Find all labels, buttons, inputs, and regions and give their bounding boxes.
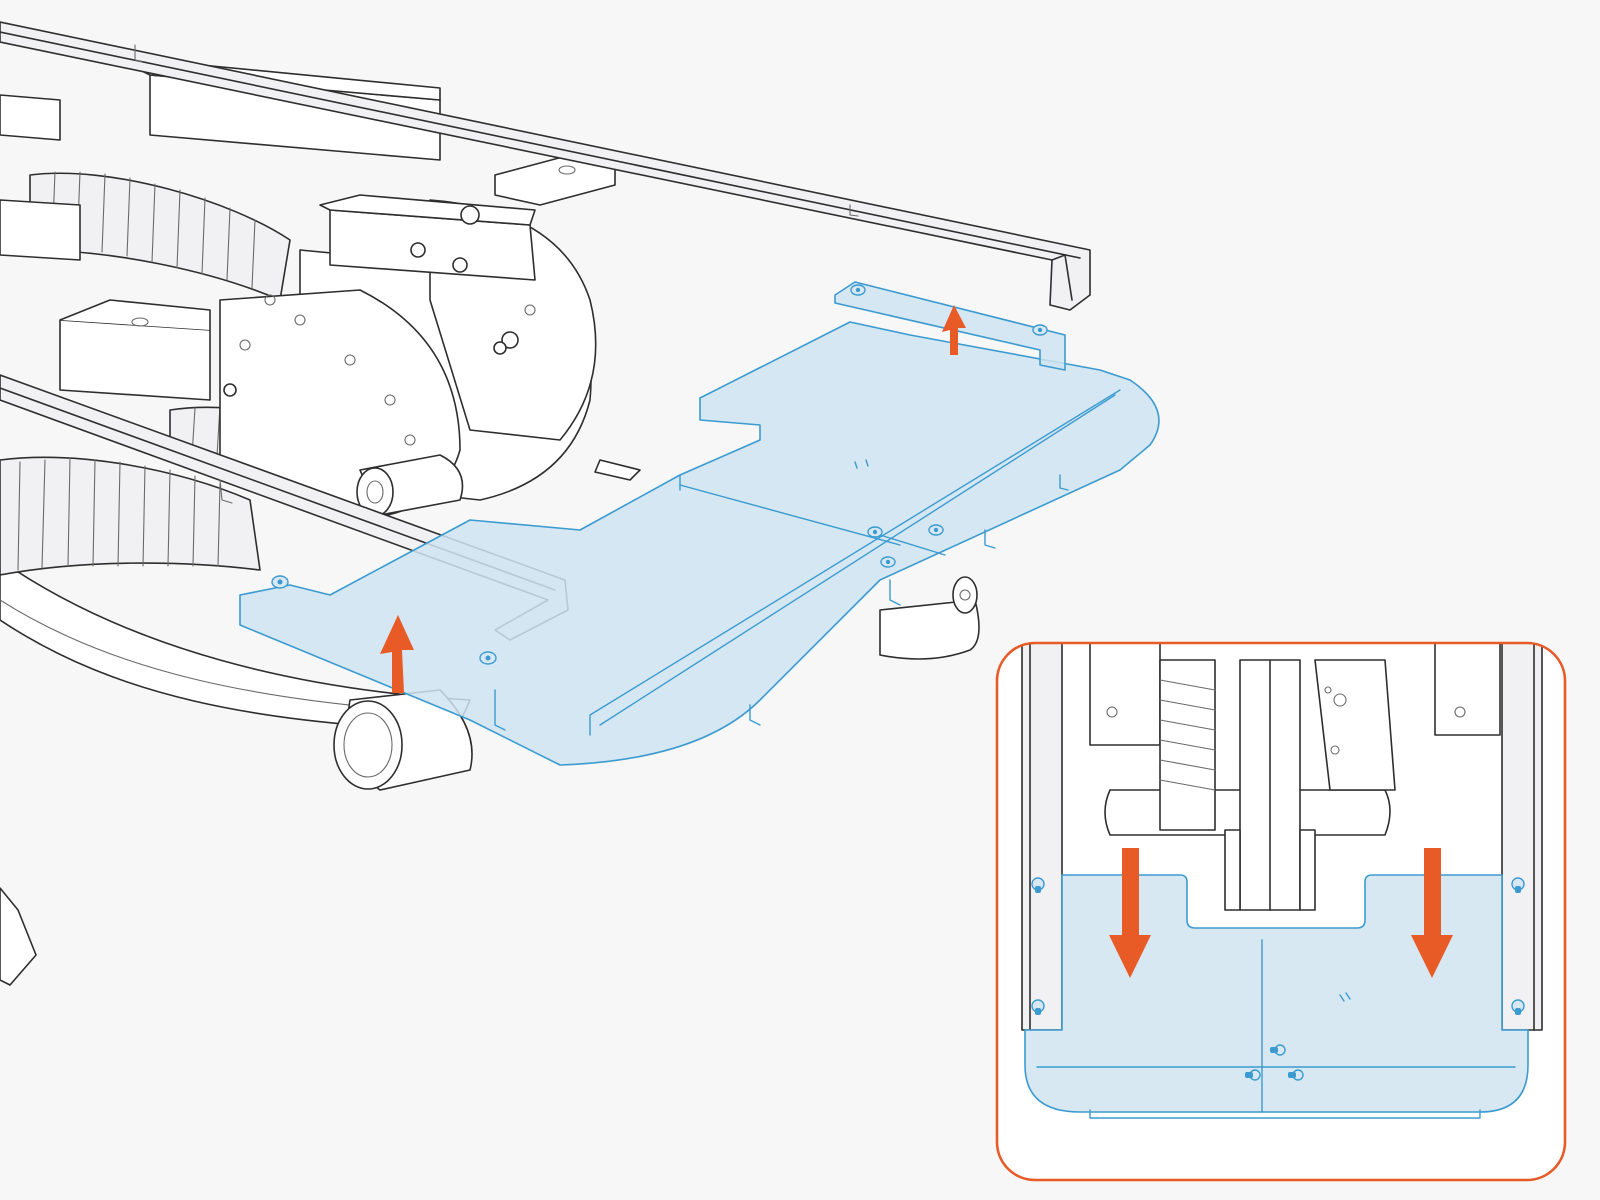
arrow-down-icon bbox=[1411, 848, 1453, 978]
arrow-down-icon bbox=[1109, 848, 1151, 978]
inset-bolt bbox=[1031, 999, 1045, 1015]
roller bbox=[333, 689, 473, 791]
detail-inset bbox=[995, 641, 1567, 1182]
nuts bbox=[223, 205, 519, 397]
arrow-up-icon bbox=[942, 305, 966, 355]
side-plates bbox=[219, 199, 597, 521]
inset-bolt bbox=[1245, 1069, 1261, 1081]
bolt bbox=[880, 556, 896, 568]
inner-brackets bbox=[0, 61, 616, 401]
drive-mechanism bbox=[0, 21, 1091, 986]
bolt bbox=[271, 575, 289, 589]
bolt bbox=[850, 284, 866, 296]
panel-bolts bbox=[271, 284, 1048, 665]
frame-corner bbox=[0, 887, 37, 986]
bolt bbox=[928, 524, 944, 536]
inset-bolt bbox=[1270, 1044, 1286, 1056]
bolt bbox=[1032, 324, 1048, 336]
inset-frame bbox=[995, 641, 1567, 1182]
inset-bolt bbox=[1031, 877, 1045, 893]
inset-bolt bbox=[1511, 877, 1525, 893]
upper-rail bbox=[0, 21, 1091, 311]
bolt bbox=[867, 526, 883, 538]
bolt bbox=[479, 651, 497, 665]
inset-bolt bbox=[1288, 1069, 1304, 1081]
arrow-up-icon bbox=[380, 615, 414, 693]
inset-bolt bbox=[1511, 999, 1525, 1015]
axle-hub bbox=[356, 454, 641, 517]
